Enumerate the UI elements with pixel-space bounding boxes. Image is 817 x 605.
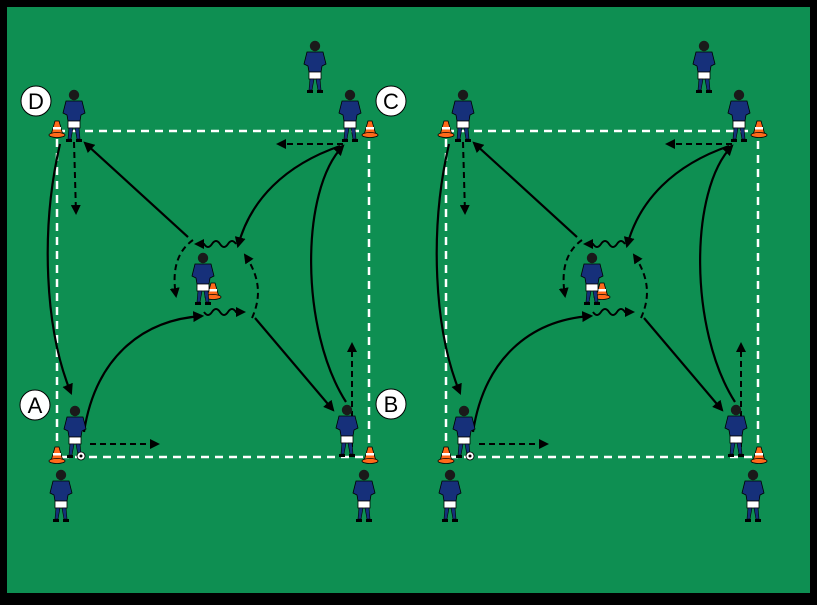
run-arrow: [310, 144, 347, 403]
corner-label-c: C: [375, 85, 407, 117]
wavy-arrows: [194, 239, 246, 317]
corner-label-text: C: [383, 89, 399, 114]
turn-arrow: [243, 253, 259, 319]
pass-arrow: [471, 311, 594, 433]
left-grid: D C A B: [19, 40, 407, 523]
feint-arrow: [583, 239, 626, 249]
corner-label-text: A: [28, 393, 43, 418]
run-arrow: [699, 144, 736, 403]
solid-arrows: [435, 141, 736, 433]
pass-arrow: [623, 144, 730, 249]
corner-label-d: D: [20, 85, 52, 117]
pass-arrow: [234, 144, 341, 249]
dashed-arrows: [459, 139, 746, 449]
dribble-arrow: [70, 141, 81, 215]
run-arrow: [435, 143, 462, 396]
pass-arrow: [643, 317, 724, 412]
feint-arrow: [194, 239, 237, 249]
feint-arrow: [203, 307, 246, 317]
corner-label-text: D: [28, 89, 44, 114]
dashed-arrows: [70, 139, 357, 449]
right-grid: [435, 40, 768, 523]
corner-label-b: B: [375, 388, 407, 420]
solid-arrows: [46, 141, 347, 433]
pass-arrow: [83, 141, 189, 238]
corner-label-a: A: [19, 389, 51, 421]
corner-label-text: B: [384, 392, 399, 417]
grid-boundary: [55, 129, 371, 459]
run-arrow: [46, 143, 73, 396]
pass-arrow: [254, 317, 335, 412]
ball: [76, 451, 86, 461]
pass-arrow: [472, 141, 578, 238]
pass-arrow: [82, 311, 205, 433]
turn-arrow: [632, 253, 648, 319]
ball: [465, 451, 475, 461]
turn-arrow: [169, 239, 194, 298]
dribble-arrow: [459, 141, 470, 215]
wavy-arrows: [583, 239, 635, 317]
grid-boundary: [444, 129, 760, 459]
feint-arrow: [592, 307, 635, 317]
turn-arrow: [558, 239, 583, 298]
